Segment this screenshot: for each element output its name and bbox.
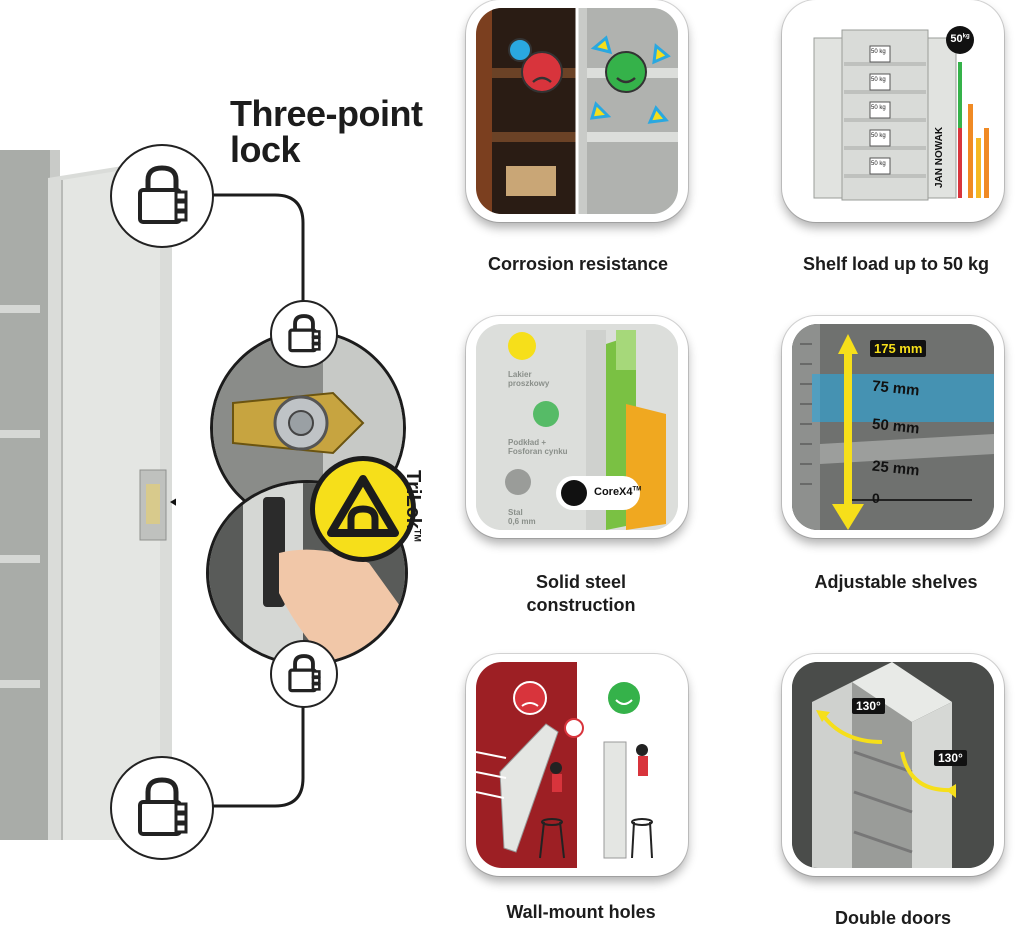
caption-steel: Solid steel construction xyxy=(526,572,636,615)
height-175-tag: 175 mm xyxy=(870,340,927,357)
load-badge-value: 50 xyxy=(950,33,963,45)
right-door-angle: 130° xyxy=(934,750,967,766)
padlock-icon xyxy=(138,777,188,836)
weight-label-5: 50 kg xyxy=(871,161,886,167)
title-line-1: Three-point xyxy=(230,93,423,134)
feature-tile-wall-mount xyxy=(466,654,688,876)
bottom-lock-badge xyxy=(110,756,214,860)
primer-label: Podkład + Fosforan cynku xyxy=(508,438,568,456)
sad-face-icon xyxy=(521,51,563,93)
trilock-text: TriLck xyxy=(402,470,424,529)
happy-face-icon xyxy=(608,682,640,714)
feature-tile-shelf-load: 50kg JAN NOWAK 50 kg 50 kg 50 kg 50 kg 5… xyxy=(782,0,1004,222)
page-title: Three-point lock xyxy=(230,93,423,170)
trilock-icon xyxy=(327,475,399,537)
lacquer-label: Lakier proszkowy xyxy=(508,370,550,388)
corex-badge: CoreX4TM xyxy=(594,486,641,498)
corex-text: CoreX4 xyxy=(594,486,633,498)
brand-label: JAN NOWAK xyxy=(934,126,945,188)
trilock-label: TriLckTM xyxy=(401,470,424,542)
padlock-icon xyxy=(288,654,321,693)
cabinet-illustration xyxy=(0,150,228,840)
feature-tile-double-doors: 130° 130° xyxy=(782,654,1004,876)
feature-tile-steel: Lakier proszkowy Podkład + Fosforan cynk… xyxy=(466,316,688,538)
middle-lock-badge xyxy=(270,300,338,368)
trilock-logo xyxy=(310,456,416,562)
steel-thickness-label: Stal 0,6 mm xyxy=(508,508,536,526)
padlock-icon xyxy=(288,314,321,353)
caption-shelf-load: Shelf load up to 50 kg xyxy=(802,254,990,274)
weight-label-1: 50 kg xyxy=(871,49,886,55)
top-lock-badge xyxy=(110,144,214,248)
sad-face-icon xyxy=(513,681,547,715)
lower-lock-badge xyxy=(270,640,338,708)
left-door-angle: 130° xyxy=(852,698,885,714)
trilock-tm: TM xyxy=(412,528,423,542)
caption-double-doors: Double doors xyxy=(835,908,951,928)
load-badge: 50kg xyxy=(948,33,972,45)
title-line-2: lock xyxy=(230,129,301,170)
weight-label-2: 50 kg xyxy=(871,77,886,83)
height-0-label: 0 xyxy=(872,490,880,506)
caption-wall-mount: Wall-mount holes xyxy=(506,902,656,922)
weight-label-4: 50 kg xyxy=(871,133,886,139)
feature-tile-adjustable: 175 mm 75 mm 50 mm 25 mm 0 xyxy=(782,316,1004,538)
weight-label-3: 50 kg xyxy=(871,105,886,111)
feature-tile-corrosion xyxy=(466,0,688,222)
caption-adjustable: Adjustable shelves xyxy=(814,572,978,592)
corex-tm: TM xyxy=(632,486,642,493)
load-badge-unit: kg xyxy=(962,33,970,40)
caption-corrosion: Corrosion resistance xyxy=(487,254,669,274)
lock-connector-lines xyxy=(212,193,305,808)
padlock-icon xyxy=(138,165,188,224)
